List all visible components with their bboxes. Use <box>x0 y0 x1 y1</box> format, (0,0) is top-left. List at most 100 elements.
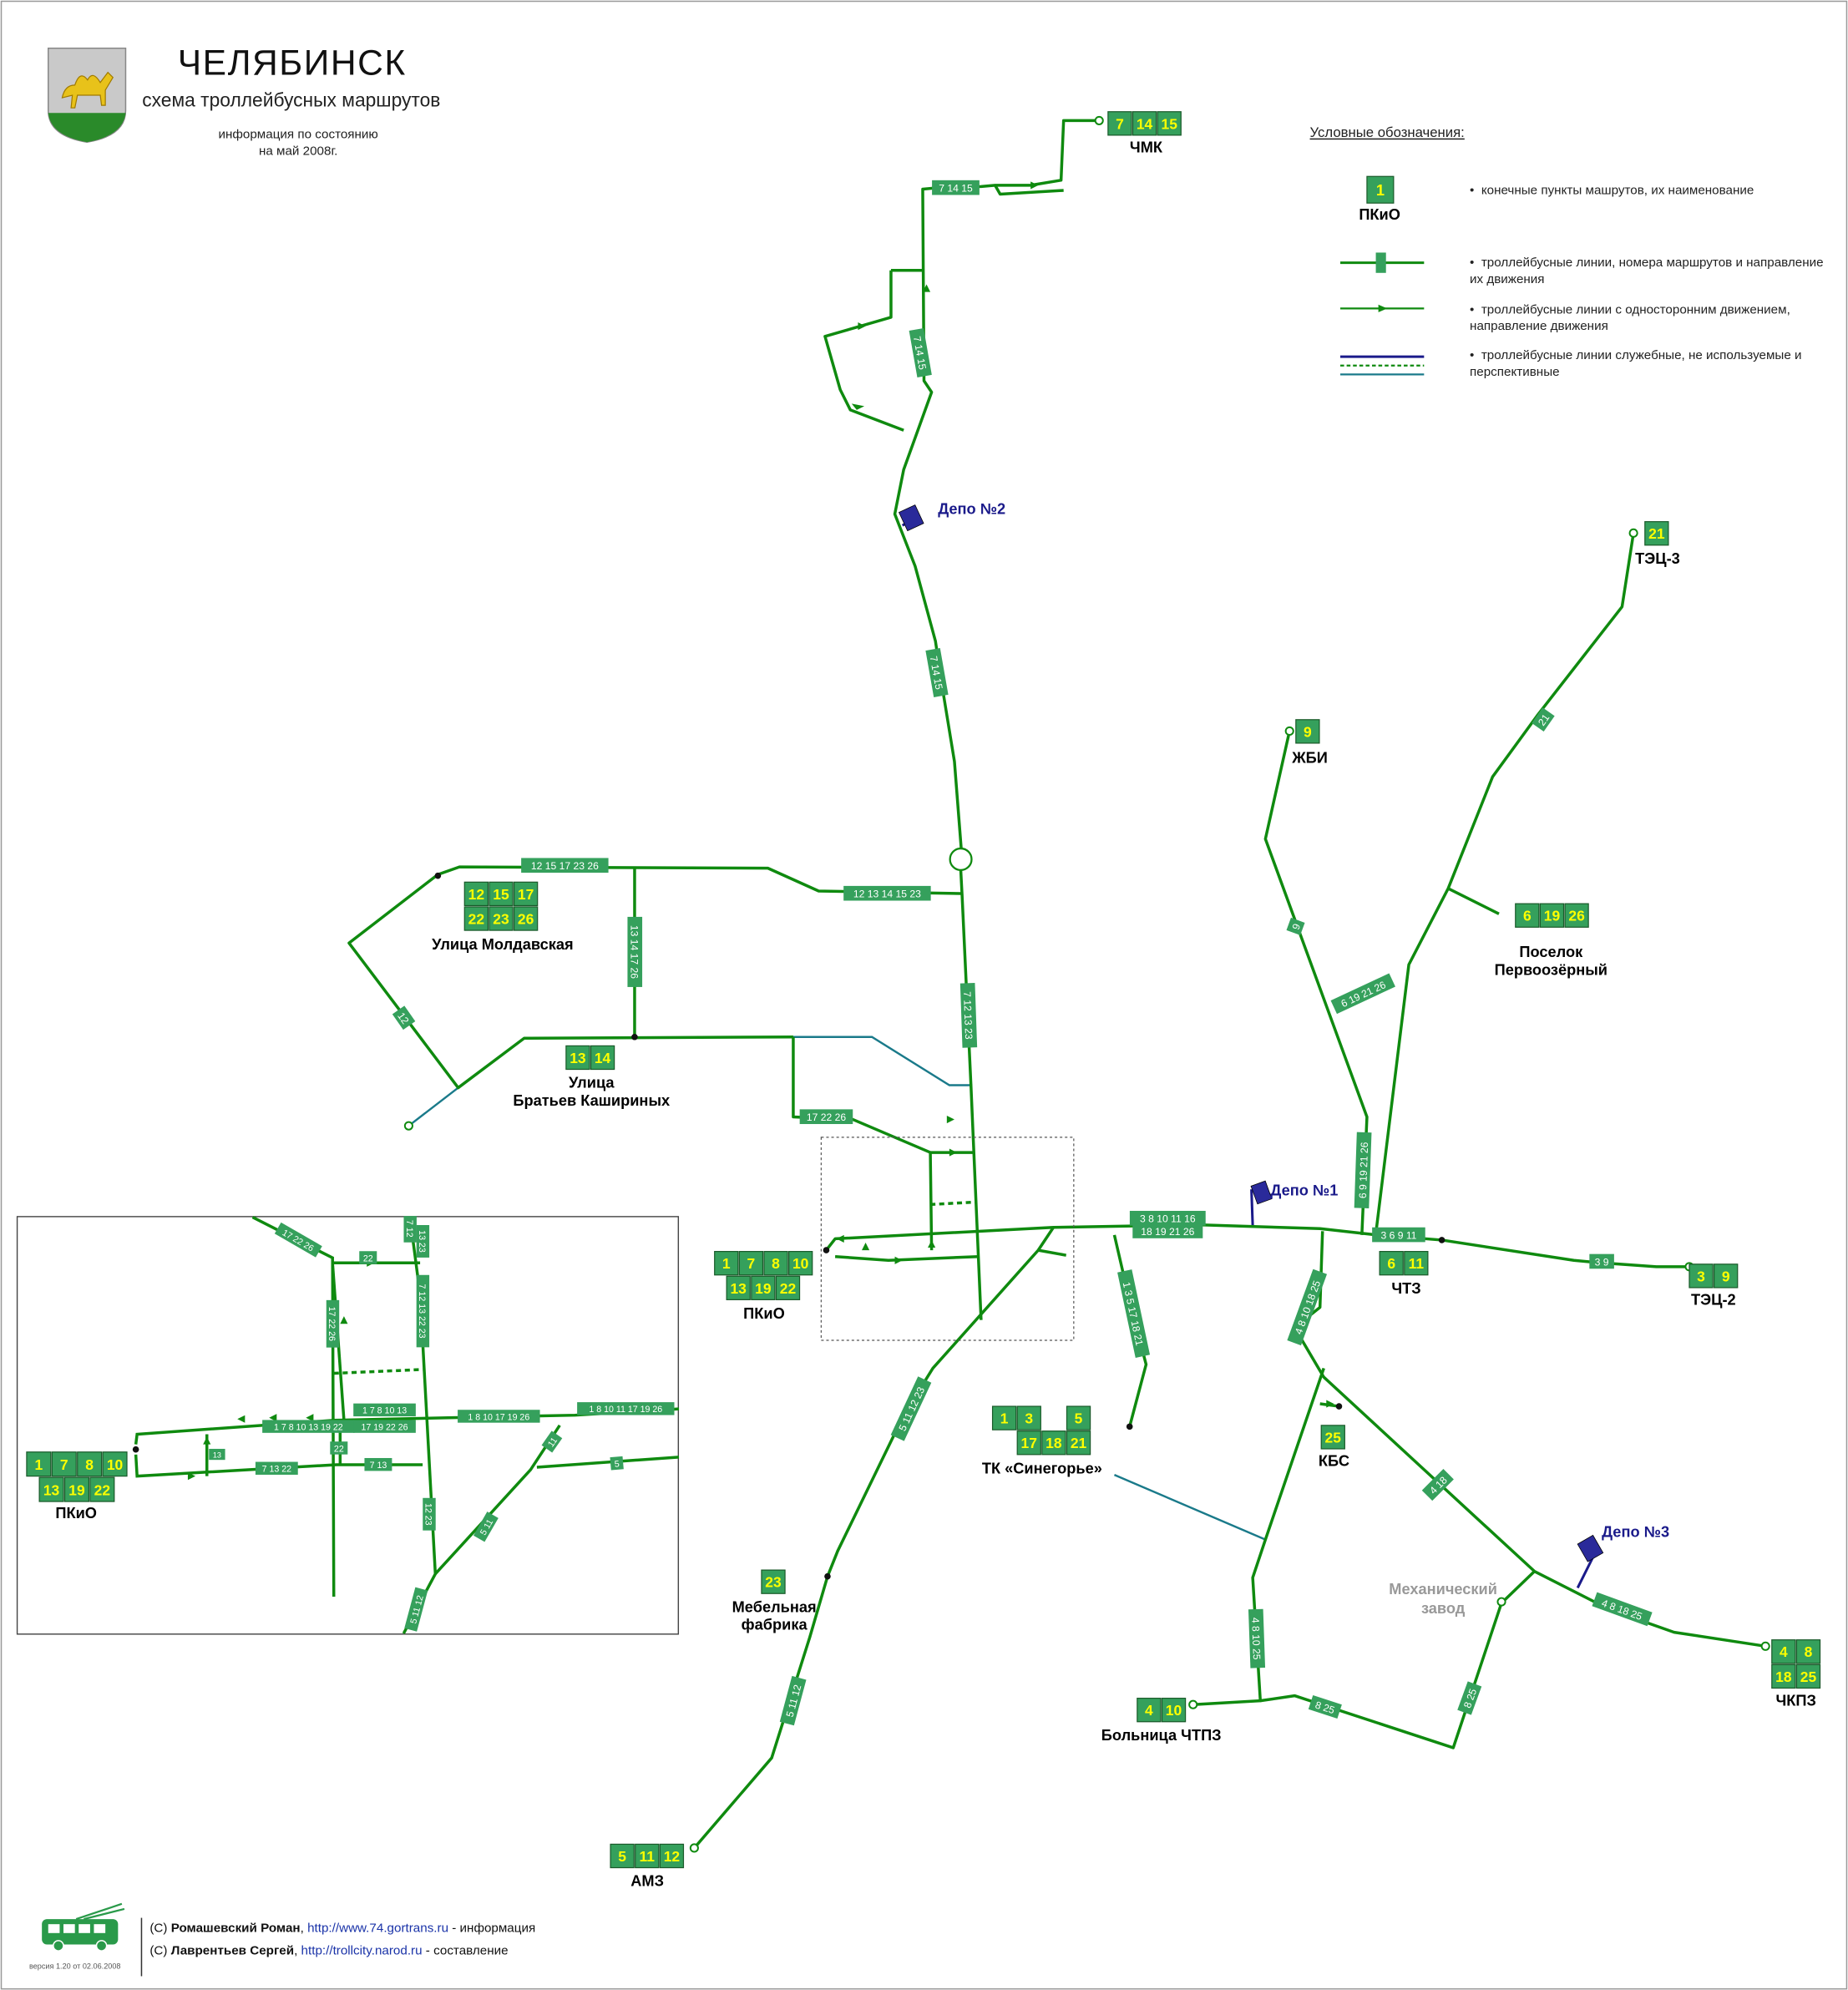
route-number: 19 <box>755 1280 772 1297</box>
segment-label-amz_lower: 5 11 12 <box>779 1675 807 1726</box>
route-number: 5 <box>1075 1410 1083 1427</box>
svg-text:7 14 15: 7 14 15 <box>928 655 945 691</box>
inset-zone-frame <box>820 1137 1075 1341</box>
segment-label-amz_upper: 5 11 12 23 <box>890 1376 932 1441</box>
svg-text:13: 13 <box>213 1451 221 1459</box>
terminal-name-pervoozerny-2: Первоозёрный <box>1495 960 1608 978</box>
route-number: 14 <box>595 1050 611 1066</box>
svg-text:1 8 10 17 19 26: 1 8 10 17 19 26 <box>468 1412 529 1422</box>
svg-text:ПКиО: ПКиО <box>1359 205 1400 223</box>
inset-label-t: 13 <box>209 1448 225 1461</box>
city-coat-of-arms <box>47 47 127 143</box>
terminal-zhbi[interactable]: 9 <box>1295 719 1320 744</box>
terminal-tec3[interactable]: 21 <box>1644 521 1669 546</box>
terminal-name-chtz: ЧТЗ <box>1391 1279 1420 1297</box>
terminal-kbs[interactable]: 25 <box>1320 1425 1345 1450</box>
legend-item-oneway-text: троллейбусные линии с односторонним движ… <box>1470 303 1790 334</box>
svg-text:6 9 19 21 26: 6 9 19 21 26 <box>1357 1142 1370 1198</box>
segment-label-chtz_vert: 6 9 19 21 26 <box>1354 1132 1372 1209</box>
inset-pkio-name: ПКиО <box>55 1504 97 1522</box>
route-number: 17 <box>1021 1435 1037 1451</box>
credit-2-link[interactable]: http://trollcity.narod.ru <box>301 1944 423 1959</box>
terminal-name-tec2: ТЭЦ-2 <box>1691 1290 1736 1308</box>
svg-text:18 19 21 26: 18 19 21 26 <box>1141 1226 1194 1238</box>
credit-1-prefix: (C) <box>149 1922 168 1936</box>
route-number: 4 <box>1145 1702 1153 1719</box>
inset-label-i: 1 8 10 17 19 26 <box>458 1410 540 1423</box>
terminal-chtz[interactable]: 6 11 <box>1379 1251 1429 1276</box>
terminal-mebel[interactable]: 23 <box>761 1569 786 1594</box>
legend-item-service: • троллейбусные линии служебные, не испо… <box>1470 348 1802 380</box>
svg-text:7: 7 <box>60 1456 68 1473</box>
svg-text:7 14 15: 7 14 15 <box>939 183 973 195</box>
route-number: 15 <box>1161 115 1177 132</box>
route-number: 23 <box>765 1574 782 1591</box>
svg-text:7 12 13 22 23: 7 12 13 22 23 <box>417 1284 427 1339</box>
inset-label-q: 5 <box>610 1456 624 1471</box>
svg-text:21: 21 <box>1536 711 1552 727</box>
route-number: 4 <box>1780 1643 1788 1660</box>
segment-label-centre_north: 7 12 13 23 <box>959 983 978 1048</box>
svg-text:22: 22 <box>334 1444 344 1454</box>
svg-text:17 19 22 26: 17 19 22 26 <box>361 1422 408 1432</box>
credit-1-suffix: - информация <box>452 1922 536 1936</box>
route-number: 1 <box>1000 1410 1009 1427</box>
segment-label-chtz_label: 3 6 9 11 <box>1372 1227 1425 1243</box>
svg-text:11: 11 <box>546 1436 559 1449</box>
terminal-bolnitsa[interactable]: 4 10 <box>1137 1698 1187 1723</box>
route-number: 8 <box>772 1255 780 1272</box>
svg-text:4 8 18 25: 4 8 18 25 <box>1600 1598 1644 1623</box>
junction-circle <box>949 847 973 872</box>
legend-title: Условные обозначения: <box>1309 125 1465 141</box>
inset-route-box: 19 <box>63 1476 90 1502</box>
inset-label-d: 7 12 13 22 23 <box>416 1274 430 1348</box>
inset-route-box: 10 <box>102 1451 128 1477</box>
svg-text:7 13 22: 7 13 22 <box>262 1465 292 1475</box>
route-number: 10 <box>1166 1702 1182 1719</box>
route-number: 12 <box>468 886 485 903</box>
route-number: 9 <box>1722 1268 1730 1284</box>
svg-text:8: 8 <box>85 1456 94 1473</box>
credit-1-link[interactable]: http://www.74.gortrans.ru <box>307 1922 449 1936</box>
svg-text:7 12 13 23: 7 12 13 23 <box>961 991 975 1040</box>
segment-label-chkpz_line: 4 8 18 25 <box>1592 1592 1653 1627</box>
svg-text:1 7 8 10 13 19 22: 1 7 8 10 13 19 22 <box>274 1422 343 1432</box>
svg-text:7 14 15: 7 14 15 <box>911 335 929 371</box>
terminal-name-pkio: ПКиО <box>743 1304 785 1322</box>
credit-2-prefix: (C) <box>149 1944 168 1959</box>
status-date: информация по состоянию на май 2008г. <box>190 127 406 160</box>
route-number: 3 <box>1025 1410 1033 1427</box>
svg-text:7 12: 7 12 <box>404 1220 414 1238</box>
svg-text:9: 9 <box>1290 922 1304 931</box>
credit-2-name: Лаврентьев Сергей <box>170 1944 295 1959</box>
inset-label-j: 1 8 10 11 17 19 26 <box>577 1402 675 1415</box>
map-subtitle: схема троллейбусных маршрутов <box>142 89 441 112</box>
svg-text:13: 13 <box>43 1481 60 1498</box>
depot-icons <box>899 504 1604 1562</box>
route-number: 6 <box>1523 908 1532 924</box>
legend-item-lines-text: троллейбусные линии, номера маршрутов и … <box>1470 256 1824 287</box>
route-number: 8 <box>1805 1643 1813 1660</box>
terminal-name-sinegorie: ТК «Синегорье» <box>982 1460 1102 1477</box>
segment-label-chmk_mid: 7 14 15 <box>909 327 932 377</box>
segment-label-east_upper2: 18 19 21 26 <box>1132 1223 1203 1238</box>
segment-label-east_upper1: 3 8 10 11 16 <box>1129 1210 1206 1226</box>
svg-text:17 22 26: 17 22 26 <box>327 1307 337 1341</box>
route-number: 11 <box>1409 1255 1425 1272</box>
svg-text:12 13 14 15 23: 12 13 14 15 23 <box>853 889 921 900</box>
svg-text:4 8 10 25: 4 8 10 25 <box>1249 1618 1263 1660</box>
route-number: 6 <box>1387 1255 1395 1272</box>
